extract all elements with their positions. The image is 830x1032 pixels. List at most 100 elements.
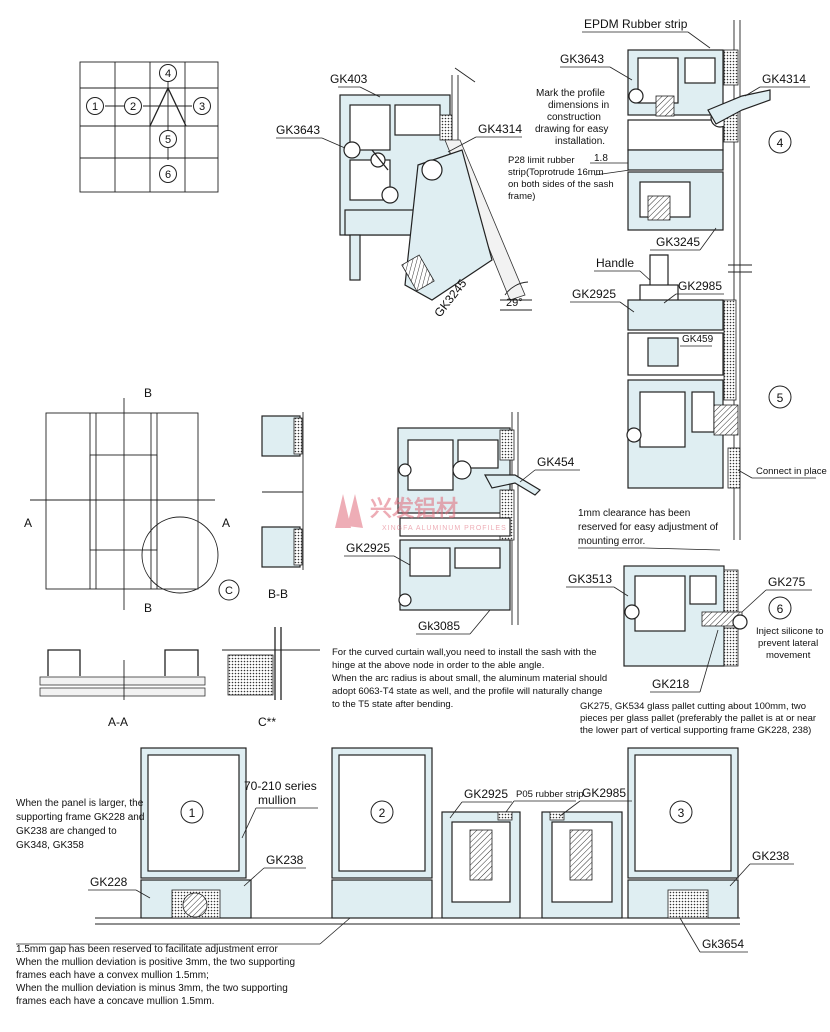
gk2985-label-c: GK2985 [582,786,626,800]
panel-note-line-4: GK348, GK358 [16,840,84,851]
svg-text:XINGFA ALUMINUM PROFILES: XINGFA ALUMINUM PROFILES [382,525,507,532]
grid-node-2: 2 [124,97,142,115]
gk228-label: GK228 [90,875,128,889]
clearance-line-1: 1mm clearance has been [578,508,690,519]
svg-text:For the curved curtain wall,yo: For the curved curtain wall,you need to … [332,647,597,658]
p28-line-3: on both sides of the sash [508,179,614,190]
detail-c-marker: C [218,579,240,601]
detail-c: C** [222,627,320,729]
node-5-marker: 5 [768,385,792,409]
clearance-line-3: mounting error. [578,536,645,547]
mark-note-line-1: Mark the profile [536,88,605,99]
brand-watermark: 兴发铝材 XINGFA ALUMINUM PROFILES [335,494,507,532]
panel-note-line-1: When the panel is larger, the [16,798,144,809]
panel-elevation: B B A A C [24,386,240,615]
gk3245-label-a: GK3245 [656,235,700,249]
gap-note-line-3: frames each have a convex mullion 1.5mm; [16,970,209,981]
svg-text:to the T5 state after bending.: to the T5 state after bending. [332,699,453,710]
svg-text:adopt 6063-T4 state as well, a: adopt 6063-T4 state as well, and the pro… [332,686,602,697]
gk218-label: GK218 [652,677,690,691]
gk2925-label-b: GK2925 [346,541,390,555]
gk459-label: GK459 [682,334,714,345]
silicone-line-3: movement [766,650,811,661]
section-b-top: B [144,386,152,400]
gk454-node: GK454 GK2925 Gk3085 [344,412,580,635]
section-a-right: A [222,516,230,530]
gap-note-line-2: When the mullion deviation is positive 3… [16,957,295,968]
gk2985-label-a: GK2985 [678,279,722,293]
node-5-detail: Handle GK2925 GK2985 GK459 Connect in pl… [570,254,827,489]
dim-1-8: 1.8 [594,153,608,164]
gk2925-label-a: GK2925 [572,287,616,301]
gap-note-line-1: 1.5mm gap has been reserved to facilitat… [16,944,278,955]
svg-text:4: 4 [165,68,171,80]
section-a-left: A [24,516,32,530]
svg-text:2: 2 [130,101,136,113]
gk3654-label: Gk3654 [702,937,744,951]
mark-note-line-3: construction [547,112,601,123]
p28-line-1: P28 limit rubber [508,155,575,166]
mark-note-line-2: dimensions in [548,100,609,111]
node-6-marker: 6 [768,596,792,620]
gk4314-label-b: GK4314 [478,122,522,136]
svg-text:C: C [225,585,233,597]
node-6-detail: 1mm clearance has been reserved for easy… [566,508,824,736]
section-aa: A-A [39,649,206,729]
panel-note-line-2: supporting frame GK228 and [16,812,144,823]
panel-1-marker: 1 [180,800,204,824]
pallet-note-line-1: GK275, GK534 glass pallet cutting about … [580,701,806,712]
svg-text:2: 2 [379,806,386,820]
grid-node-3: 3 [193,97,211,115]
detail-c-label: C** [258,715,276,729]
grid-node-4: 4 [159,64,177,82]
node-4-detail: EPDM Rubber strip GK3643 GK4314 Mark the… [508,17,810,540]
grid-node-1: 1 [86,97,104,115]
clearance-line-2: reserved for easy adjustment of [578,522,718,533]
panel-3-marker: 3 [669,800,693,824]
connect-label: Connect in place [756,466,827,477]
angled-sash-node: 29° GK403 GK3643 GK4314 GK3245 [276,67,532,320]
silicone-line-2: prevent lateral [758,638,818,649]
gk3643-label-b: GK3643 [276,123,320,137]
p28-line-2: strip(Toprotrude 16mm [508,167,604,178]
section-b-bottom: B [144,601,152,615]
gk403-label: GK403 [330,72,368,86]
pallet-note-line-2: pieces per glass pallet (preferably the … [580,713,816,724]
grid-node-5: 5 [159,130,177,148]
section-bb: B-B [261,412,304,601]
angle-label: 29° [506,297,523,309]
mark-note-line-4: drawing for easy [535,124,608,135]
p05-label: P05 rubber strip [516,789,584,800]
svg-text:1: 1 [189,806,196,820]
svg-text:When the arc radius is about s: When the arc radius is about small, the … [332,673,607,684]
gk454-label: GK454 [537,455,575,469]
gk3513-label: GK3513 [568,572,612,586]
gk275-label: GK275 [768,575,806,589]
gk2925-label-c: GK2925 [464,787,508,801]
section-bb-label: B-B [268,587,288,601]
gap-note-line-5: frames each have a concave mullion 1.5mm… [16,996,214,1007]
panel-2-marker: 2 [370,800,394,824]
svg-text:兴发铝材: 兴发铝材 [370,496,458,521]
svg-text:6: 6 [777,602,784,616]
mullion-line-2: mullion [258,793,296,807]
curved-wall-note: For the curved curtain wall,you need to … [332,647,607,710]
gap-note-line-4: When the mullion deviation is minus 3mm,… [16,983,288,994]
grid-elevation: 1 2 3 4 5 6 [79,61,219,193]
mullion-line-1: 70-210 series [244,779,317,793]
handle-label: Handle [596,256,634,270]
mark-note-line-5: installation. [555,136,605,147]
svg-text:3: 3 [678,806,685,820]
svg-text:hinge at the above node in ord: hinge at the above node in order to the … [332,660,544,671]
svg-text:5: 5 [777,391,784,405]
gk3643-label-a: GK3643 [560,52,604,66]
gk3085-label: Gk3085 [418,619,460,633]
svg-text:1: 1 [92,101,98,113]
gk238-label-b: GK238 [752,849,790,863]
gk4314-label-a: GK4314 [762,72,806,86]
pallet-note-line-3: the lower part of vertical supporting fr… [580,725,811,736]
gk238-label-a: GK238 [266,853,304,867]
node-4-marker: 4 [768,130,792,154]
svg-text:4: 4 [777,136,784,150]
